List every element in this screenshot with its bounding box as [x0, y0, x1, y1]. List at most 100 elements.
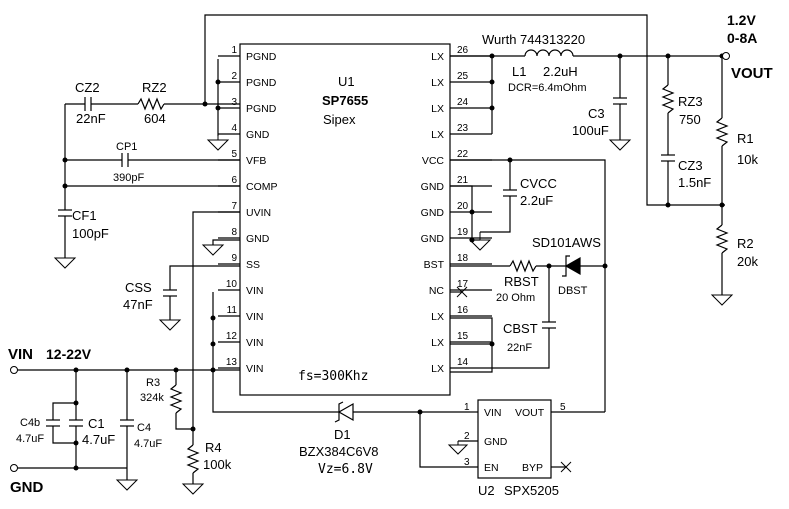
u1-pin-13-number: 13 [226, 357, 238, 368]
vin-terminal[interactable] [10, 366, 18, 374]
cz2-value: 22nF [76, 111, 106, 126]
u2-part: SPX5205 [504, 483, 559, 498]
cbst-value: 22nF [507, 342, 532, 354]
u2-pin1-num: 1 [464, 402, 470, 413]
l1-part: Wurth 744313220 [482, 32, 585, 47]
u1-pin-8-number: 8 [231, 227, 237, 238]
u1-part: SP7655 [322, 93, 368, 108]
u1-pin-26-label: LX [431, 51, 444, 63]
u1-pin-10-label: VIN [246, 285, 264, 297]
c3-value: 100uF [572, 123, 609, 138]
wire-u2-vout-vcc [450, 159, 606, 412]
junction-pgnd3 [215, 105, 221, 111]
u1-pin-22-number: 22 [457, 149, 469, 160]
gnd-terminal[interactable] [10, 464, 18, 472]
resistor-rz3 [661, 84, 675, 114]
resistor-r4 [186, 444, 200, 474]
c1-ref: C1 [88, 416, 105, 431]
l1-ref: L1 [512, 64, 526, 79]
capacitor-css [163, 289, 177, 297]
wire-gnd8 [212, 239, 240, 245]
vout-terminal[interactable] [722, 52, 730, 60]
cf1-ref: CF1 [72, 208, 97, 223]
u1-right-pins: 26LX25LX24LX23LX22VCC21GND20GND19GND18BS… [421, 45, 492, 375]
vin-range: 12-22V [46, 346, 92, 362]
d1-part: BZX384C6V8 [299, 444, 379, 459]
u1-pin-7-number: 7 [231, 201, 237, 212]
capacitor-cf1 [58, 209, 72, 217]
junction-pgnd2 [215, 79, 221, 85]
u1-pin-12-label: VIN [246, 337, 264, 349]
junction-c4b-top [73, 400, 79, 406]
u1-pin-15-label: LX [431, 337, 444, 349]
u1-pin-22-label: VCC [422, 155, 445, 167]
resistor-r2 [715, 224, 729, 254]
dbst-part: SD101AWS [532, 235, 601, 250]
rz2-ref: RZ2 [142, 80, 167, 95]
capacitor-c4 [120, 419, 134, 427]
cz2-ref: CZ2 [75, 80, 100, 95]
capacitor-cvcc [503, 189, 517, 197]
u1-pin-25-number: 25 [457, 71, 469, 82]
capacitor-c4b [46, 419, 60, 427]
r3-ref: R3 [146, 377, 160, 389]
u1-pin-20-label: GND [421, 207, 445, 219]
capacitor-c1 [69, 419, 83, 427]
u1-pin-14-number: 14 [457, 357, 469, 368]
resistor-rbst [509, 259, 537, 273]
u2-pin3-num: 3 [464, 457, 470, 468]
junction-lx25 [489, 79, 495, 85]
u1-pin-2-label: PGND [246, 77, 277, 89]
junction-fb-node [719, 202, 725, 208]
ground-symbol-r2 [710, 294, 734, 306]
u1-pin-9-number: 9 [231, 253, 237, 264]
rz3-ref: RZ3 [678, 94, 703, 109]
d1-vz: Vz=6.8V [318, 462, 373, 477]
resistor-r1 [715, 117, 729, 147]
capacitor-cp1 [121, 153, 129, 167]
r4-value: 100k [203, 457, 232, 472]
c4b-ref: C4b [20, 417, 40, 429]
wire-uvin [192, 211, 240, 429]
junction-vin11 [210, 315, 216, 321]
wire-c4b-c1-frame [52, 370, 77, 420]
u1-pin-17-number: 17 [457, 279, 469, 290]
cp1-ref: CP1 [116, 141, 137, 153]
nc-mark-pin17 [456, 286, 468, 298]
c4-ref: C4 [137, 422, 151, 434]
l1-value: 2.2uH [543, 64, 578, 79]
u1-pin-1-number: 1 [231, 45, 237, 56]
vout-label: VOUT [731, 65, 773, 82]
u1-pin-4-label: GND [246, 129, 270, 141]
ground-symbol-cf1 [53, 257, 77, 269]
u1-pin-2-number: 2 [231, 71, 237, 82]
u1-pin-20-number: 20 [457, 201, 469, 212]
u1-pin-16-number: 16 [457, 305, 469, 316]
capacitor-cz2 [84, 97, 92, 111]
ground-symbol-c4 [115, 479, 139, 491]
ground-symbol-u1-gnd8 [201, 244, 225, 256]
u1-pin-21-number: 21 [457, 175, 469, 186]
u1-pin-18-label: BST [424, 259, 445, 271]
u1-pin-23-number: 23 [457, 123, 469, 134]
u1-pin-14-label: LX [431, 363, 444, 375]
cz3-ref: CZ3 [678, 158, 703, 173]
u2-pin-vout: VOUT [515, 407, 545, 419]
rbst-ref: RBST [504, 274, 539, 289]
resistor-rz2 [137, 97, 165, 111]
u1-pin-10-number: 10 [226, 279, 238, 290]
wire-c4b-c1-bottom [52, 426, 76, 444]
inductor-l1 [524, 49, 574, 57]
u2-pin-byp: BYP [522, 462, 543, 474]
u1-pin-6-number: 6 [231, 175, 237, 186]
cp1-value: 390pF [113, 172, 144, 184]
ground-symbol-u1-pgnd [206, 136, 230, 151]
junction-gnd20 [469, 209, 475, 215]
u2-pin-gnd: GND [484, 436, 508, 448]
u1-pin-1-label: PGND [246, 51, 277, 63]
capacitor-cbst [542, 321, 556, 329]
vin-label: VIN [8, 346, 33, 363]
u1-pin-3-number: 3 [231, 97, 237, 108]
u1-pin-25-label: LX [431, 77, 444, 89]
r1-value: 10k [737, 152, 758, 167]
